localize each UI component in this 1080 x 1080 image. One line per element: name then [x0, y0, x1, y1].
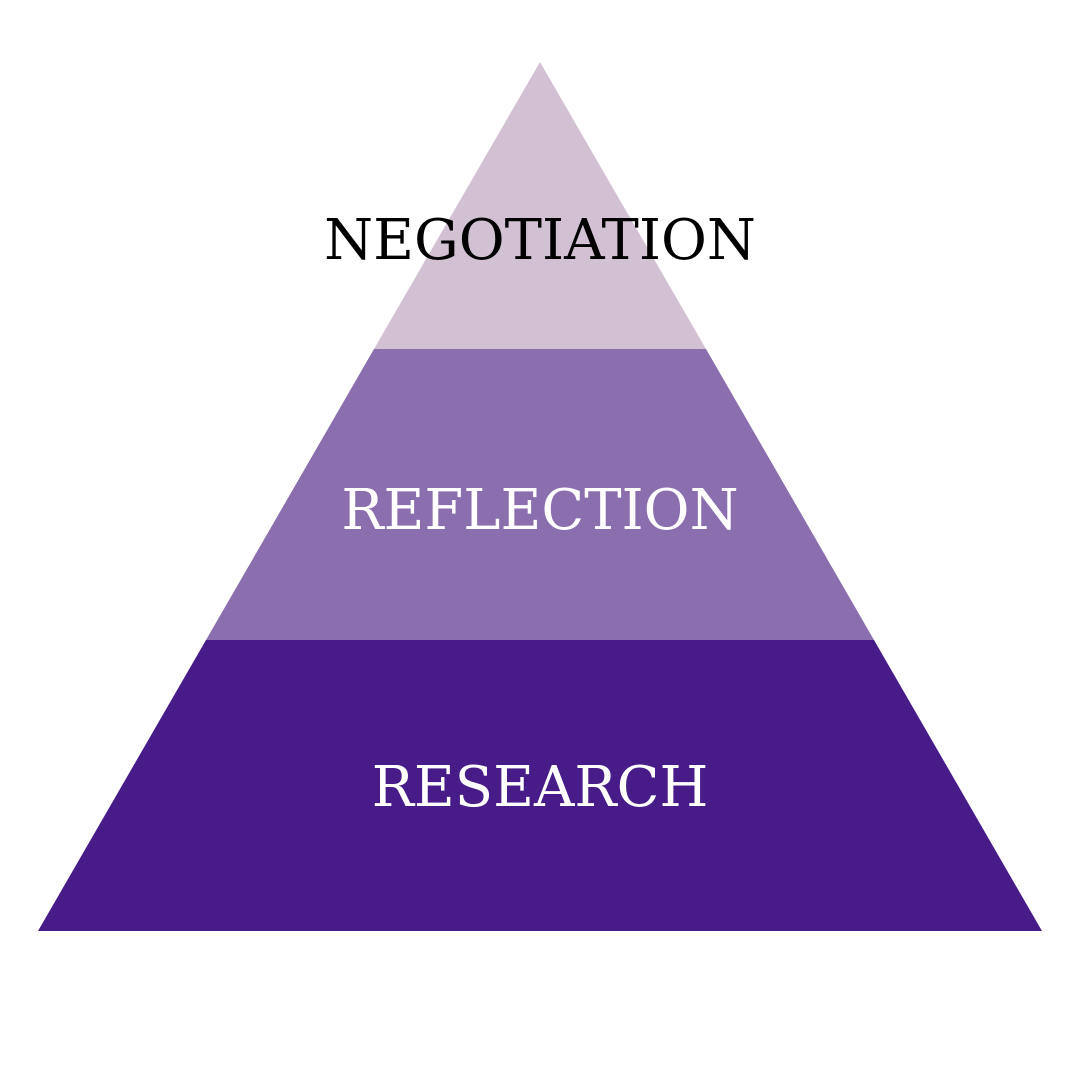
pyramid-tier-middle: [206, 349, 874, 640]
tier-label-negotiation: NEGOTIATION: [324, 208, 756, 273]
pyramid-tier-top: [374, 62, 706, 349]
tier-label-research: RESEARCH: [372, 755, 709, 820]
tier-label-reflection: REFLECTION: [341, 478, 738, 543]
pyramid-tier-bottom: [38, 640, 1042, 931]
